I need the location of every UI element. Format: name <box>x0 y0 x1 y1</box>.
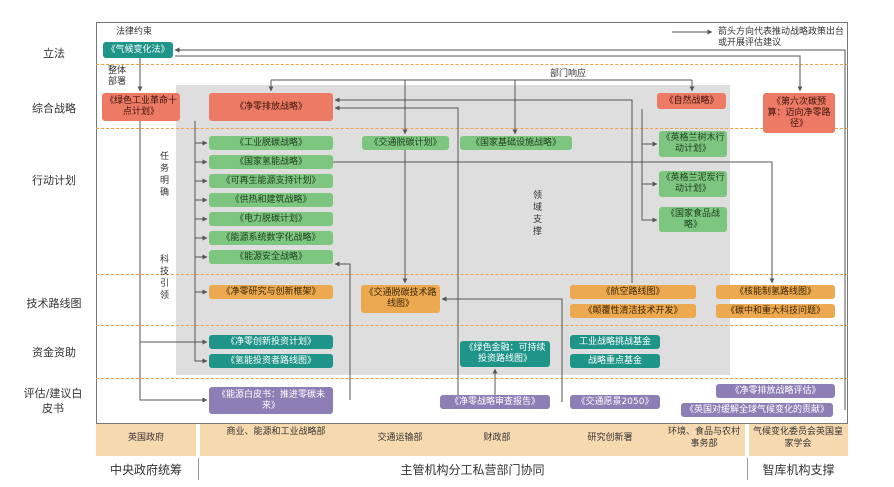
net-zero-review-box[interactable]: 《净零战略审查报告》 <box>440 395 550 409</box>
transport-decarb-box[interactable]: 《交通脱碳计划》 <box>362 136 449 150</box>
arrow-legend-note: 箭头方向代表推动战略政策出台或开展评估建议 <box>718 27 845 48</box>
org-uk-government: 英国政府 <box>127 433 164 443</box>
law-constraint-note: 法律约束 <box>116 27 153 37</box>
infrastructure-box[interactable]: 《国家基础设施战略》 <box>460 136 572 150</box>
aviation-arrow <box>334 97 633 283</box>
strategic-fund-box[interactable]: 战略重点基金 <box>570 354 660 368</box>
renewable-plan-box[interactable]: 《可再生能源支持计划》 <box>209 174 333 188</box>
net-zero-strategy-box[interactable]: 《净零排放战略》 <box>209 93 333 121</box>
net-zero-research-box[interactable]: 《净零研究与创新框架》 <box>209 285 333 299</box>
org-band-central <box>96 424 196 456</box>
nature-arrow <box>641 109 658 223</box>
net-zero-investment-box[interactable]: 《净零创新投资计划》 <box>209 335 333 349</box>
diagram-frame <box>96 22 848 424</box>
task-note: 任务明确 <box>159 152 169 198</box>
category-central: 中央政府统筹 <box>109 463 182 477</box>
review-arrow <box>334 105 459 395</box>
feedback-arrow <box>174 47 846 410</box>
uk-contribution-box[interactable]: 《英国对缓解全球气候变化的贡献》 <box>681 403 833 417</box>
green-rev-arrow <box>139 121 208 345</box>
domain-support-note: 领域支撑 <box>532 191 542 237</box>
org-defra: 环境、食品与农村事务部 <box>668 427 741 449</box>
row-divider <box>96 274 848 275</box>
tech-guide-note: 科技引领 <box>159 255 169 301</box>
org-beis: 商业、能源和工业战略部 <box>226 427 326 437</box>
industrial-fund-box[interactable]: 工业战略挑战基金 <box>570 335 660 349</box>
aviation-box[interactable]: 《航空路线图》 <box>570 285 696 299</box>
carbon-neutral-tech-box[interactable]: 《碳中和重大科技问题》 <box>716 304 835 318</box>
org-treasury: 财政部 <box>483 433 511 443</box>
org-ukri: 研究创新署 <box>587 433 633 443</box>
row-label-legislation: 立法 <box>43 47 65 60</box>
department-shaded-area <box>176 85 730 375</box>
tree-plan-box[interactable]: 《英格兰树木行动计划》 <box>659 131 727 157</box>
green-finance-box[interactable]: 《绿色金融：可持续投资路线图》 <box>460 341 550 367</box>
sixth-budget-box[interactable]: 《第六次碳预算：迈向净零路径》 <box>763 93 835 133</box>
power-decarb-box[interactable]: 《电力脱碳计划》 <box>209 212 333 226</box>
hydrogen-arrow <box>333 161 775 284</box>
law-arrow <box>175 55 803 92</box>
whitepaper-arrow <box>334 261 351 400</box>
row-divider <box>96 64 848 65</box>
category-divider <box>747 458 748 480</box>
tech-arrow <box>194 257 208 295</box>
org-band-departments <box>200 424 745 456</box>
category-thinktank: 智库机构支撑 <box>762 463 835 477</box>
nature-strategy-box[interactable]: 《自然战略》 <box>657 93 726 109</box>
peat-plan-box[interactable]: 《英格兰泥炭行动计划》 <box>659 171 727 197</box>
row-divider <box>96 378 848 379</box>
vision-arrow <box>441 296 563 402</box>
row-label-strategy: 综合战略 <box>32 102 76 115</box>
row-divider <box>96 128 848 129</box>
row-label-action: 行动计划 <box>32 174 76 187</box>
dept-response-note: 部门响应 <box>550 69 587 79</box>
food-strategy-box[interactable]: 《国家食品战略》 <box>659 207 727 232</box>
category-divider <box>198 458 199 480</box>
row-label-roadmap: 技术路线图 <box>26 297 82 310</box>
row-label-evaluation: 评估/建议白皮书 <box>23 387 83 415</box>
transport-tech-box[interactable]: 《交通脱碳技术路线图》 <box>361 285 440 313</box>
category-departments: 主管机构分工私营部门协同 <box>400 463 545 477</box>
green-revolution-box[interactable]: 《绿色工业革命十点计划》 <box>102 93 180 121</box>
org-band-thinktank <box>749 424 848 456</box>
funding-arrow <box>194 292 208 364</box>
transport-vision-box[interactable]: 《交通愿景2050》 <box>570 395 660 409</box>
row-label-funding: 资金资助 <box>32 346 76 359</box>
disruptive-clean-box[interactable]: 《颠覆性清洁技术开发》 <box>570 304 696 318</box>
energy-whitepaper-box[interactable]: 《能源白皮书：推进零碳未来》 <box>209 387 333 414</box>
industrial-decarb-box[interactable]: 《工业脱碳战略》 <box>209 136 333 150</box>
row-divider <box>96 325 848 326</box>
nuclear-hydrogen-box[interactable]: 《核能制氢路线图》 <box>716 285 835 299</box>
climate-act-box[interactable]: 《气候变化法》 <box>103 42 173 58</box>
org-ccc-royal: 气候变化委员会英国皇家学会 <box>752 427 843 449</box>
overall-deployment-note: 整体部署 <box>108 66 127 87</box>
heat-building-box[interactable]: 《供热和建筑战略》 <box>209 193 333 207</box>
hydrogen-investor-box[interactable]: 《氢能投资者路线图》 <box>209 354 333 368</box>
net-zero-eval-box[interactable]: 《净零排放战略评估》 <box>716 384 835 398</box>
energy-security-box[interactable]: 《能源安全战略》 <box>209 250 333 264</box>
org-dft: 交通运输部 <box>377 433 423 443</box>
whitepaper-arrow <box>139 342 208 403</box>
energy-digital-box[interactable]: 《能源系统数字化战略》 <box>209 231 333 245</box>
hydrogen-strategy-box[interactable]: 《国家氢能战略》 <box>209 155 333 169</box>
